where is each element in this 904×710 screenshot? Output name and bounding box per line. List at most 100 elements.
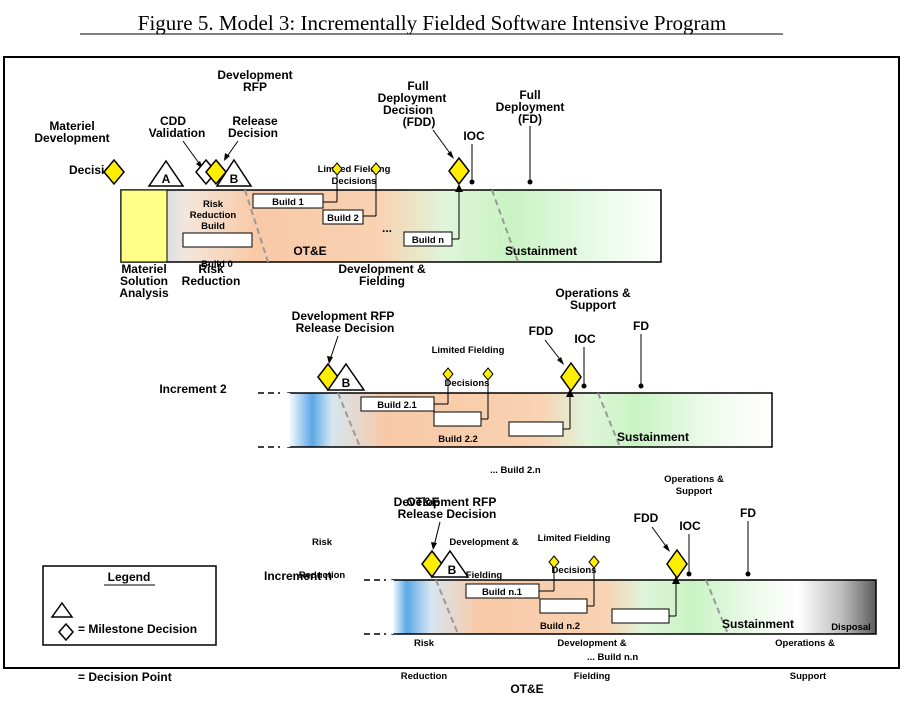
phase-divider	[244, 189, 269, 263]
svg-text:Decision: Decision	[383, 103, 433, 117]
svg-text:Operations &: Operations &	[775, 638, 835, 649]
svg-text:OT&E: OT&E	[510, 682, 543, 696]
increment-n: Increment n Risk Reduction Operations & …	[264, 474, 877, 696]
legend-title: Legend	[108, 570, 151, 584]
svg-text:Solution: Solution	[120, 274, 168, 288]
build-0-box	[182, 232, 253, 248]
svg-text:Sustainment: Sustainment	[617, 430, 689, 444]
svg-text:Development RFP: Development RFP	[292, 309, 395, 323]
build-n-n-box	[611, 608, 670, 624]
build-2-1-box	[360, 396, 435, 412]
fdd-diamond-icon	[560, 361, 582, 393]
milestone-b-icon	[430, 549, 470, 578]
figure-caption: Figure 5. Model 3: Incrementally Fielded…	[138, 11, 726, 35]
ioc-point	[469, 179, 475, 185]
svg-text:IOC: IOC	[679, 519, 701, 533]
svg-text:Deployment: Deployment	[378, 91, 447, 105]
svg-text:Limited Fielding: Limited Fielding	[538, 533, 611, 544]
svg-text:Sustainment: Sustainment	[722, 617, 794, 631]
cdd-label: Validation	[149, 126, 206, 140]
mdd-diamond-icon	[103, 158, 125, 186]
cdd-label: CDD	[160, 114, 186, 128]
svg-text:Build n: Build n	[412, 235, 444, 246]
svg-text:... Build 2.n: ... Build 2.n	[490, 465, 541, 476]
svg-text:Disposal: Disposal	[831, 622, 871, 633]
fdd-diamond-icon	[448, 156, 470, 186]
svg-text:Operations &: Operations &	[664, 474, 724, 485]
svg-text:Development RFP: Development RFP	[394, 495, 497, 509]
svg-text:Full: Full	[407, 79, 428, 93]
legend-triangle-icon	[50, 601, 74, 618]
svg-text:FD: FD	[633, 319, 649, 333]
svg-text:Decisions: Decisions	[552, 565, 597, 576]
svg-text:Fielding: Fielding	[466, 570, 503, 581]
svg-text:(FD): (FD)	[518, 112, 542, 126]
svg-text:(FDD): (FDD)	[403, 115, 436, 129]
svg-text:Build 2.1: Build 2.1	[377, 400, 417, 411]
svg-text:Decisions: Decisions	[445, 378, 490, 389]
svg-text:Build 0: Build 0	[201, 259, 233, 270]
fdd-diamond-icon	[666, 548, 688, 580]
svg-text:IOC: IOC	[463, 129, 485, 143]
svg-text:Build 2.2: Build 2.2	[438, 434, 478, 445]
svg-text:Release Decision: Release Decision	[296, 321, 395, 335]
svg-text:Support: Support	[570, 298, 616, 312]
dev-rfp-label: RFP	[243, 80, 267, 94]
limited-fielding-label: Limited Fielding	[318, 164, 391, 175]
svg-text:B: B	[342, 376, 351, 390]
svg-text:Operations &: Operations &	[555, 286, 631, 300]
legend: Legend = Milestone Decision = Decision P…	[42, 565, 217, 684]
increment-2: Increment 2 Operations & Support Develop…	[159, 286, 773, 476]
svg-text:Build 2: Build 2	[327, 213, 359, 224]
fd-point	[527, 179, 533, 185]
dev-rfp-label: Development	[217, 68, 292, 82]
svg-text:B: B	[230, 172, 239, 186]
svg-text:Risk: Risk	[198, 262, 224, 276]
svg-text:Limited Fielding: Limited Fielding	[432, 345, 505, 356]
svg-text:Reduction: Reduction	[182, 274, 241, 288]
svg-text:Reduction: Reduction	[299, 570, 346, 581]
legend-decision-point: = Decision Point	[78, 670, 172, 684]
svg-text:Build: Build	[201, 221, 225, 232]
build-2-box	[322, 209, 364, 225]
build-2-n-box	[508, 421, 564, 437]
outer-frame	[3, 56, 900, 669]
svg-text:Reduction: Reduction	[401, 671, 448, 682]
svg-text:Reduction: Reduction	[190, 210, 237, 221]
svg-text:Build 1: Build 1	[272, 197, 304, 208]
svg-text:Materiel: Materiel	[121, 262, 166, 276]
svg-text:...: ...	[382, 221, 392, 235]
increment-2-label: Increment 2	[159, 382, 227, 396]
build-1-box	[252, 193, 324, 209]
build-2-2-box	[433, 411, 482, 427]
svg-text:Deployment: Deployment	[496, 100, 565, 114]
build-n-1-box	[465, 583, 540, 599]
build-n-2-box	[539, 598, 588, 614]
mdd-label: Materiel	[49, 119, 94, 133]
milestone-b-icon	[215, 158, 253, 187]
svg-text:OT&E: OT&E	[406, 495, 439, 509]
svg-text:Build n.2: Build n.2	[540, 621, 580, 632]
increment-1: Materiel Development Decision CDD Valida…	[34, 68, 662, 300]
svg-text:Release Decision: Release Decision	[398, 507, 497, 521]
svg-text:Risk: Risk	[414, 638, 435, 649]
svg-text:FD: FD	[740, 506, 756, 520]
svg-text:Fielding: Fielding	[574, 671, 611, 682]
svg-text:Analysis: Analysis	[119, 286, 169, 300]
limited-fielding-label: Decisions	[332, 176, 377, 187]
release-decision-label: Decision	[228, 126, 278, 140]
svg-text:Support: Support	[790, 671, 827, 682]
milestone-b-icon	[326, 362, 366, 391]
svg-text:FDD: FDD	[634, 511, 659, 525]
release-diamond-icon	[205, 158, 227, 186]
legend-milestone-decision: = Milestone Decision	[78, 622, 197, 636]
msa-phase	[120, 189, 168, 263]
svg-text:Risk: Risk	[312, 537, 333, 548]
svg-text:B: B	[448, 563, 457, 577]
increment-n-label: Increment n	[264, 569, 332, 583]
mdd-label: Development	[34, 131, 109, 145]
svg-text:... Build n.n: ... Build n.n	[587, 652, 638, 663]
legend-diamond-icon	[58, 622, 74, 642]
svg-text:Risk: Risk	[203, 199, 224, 210]
